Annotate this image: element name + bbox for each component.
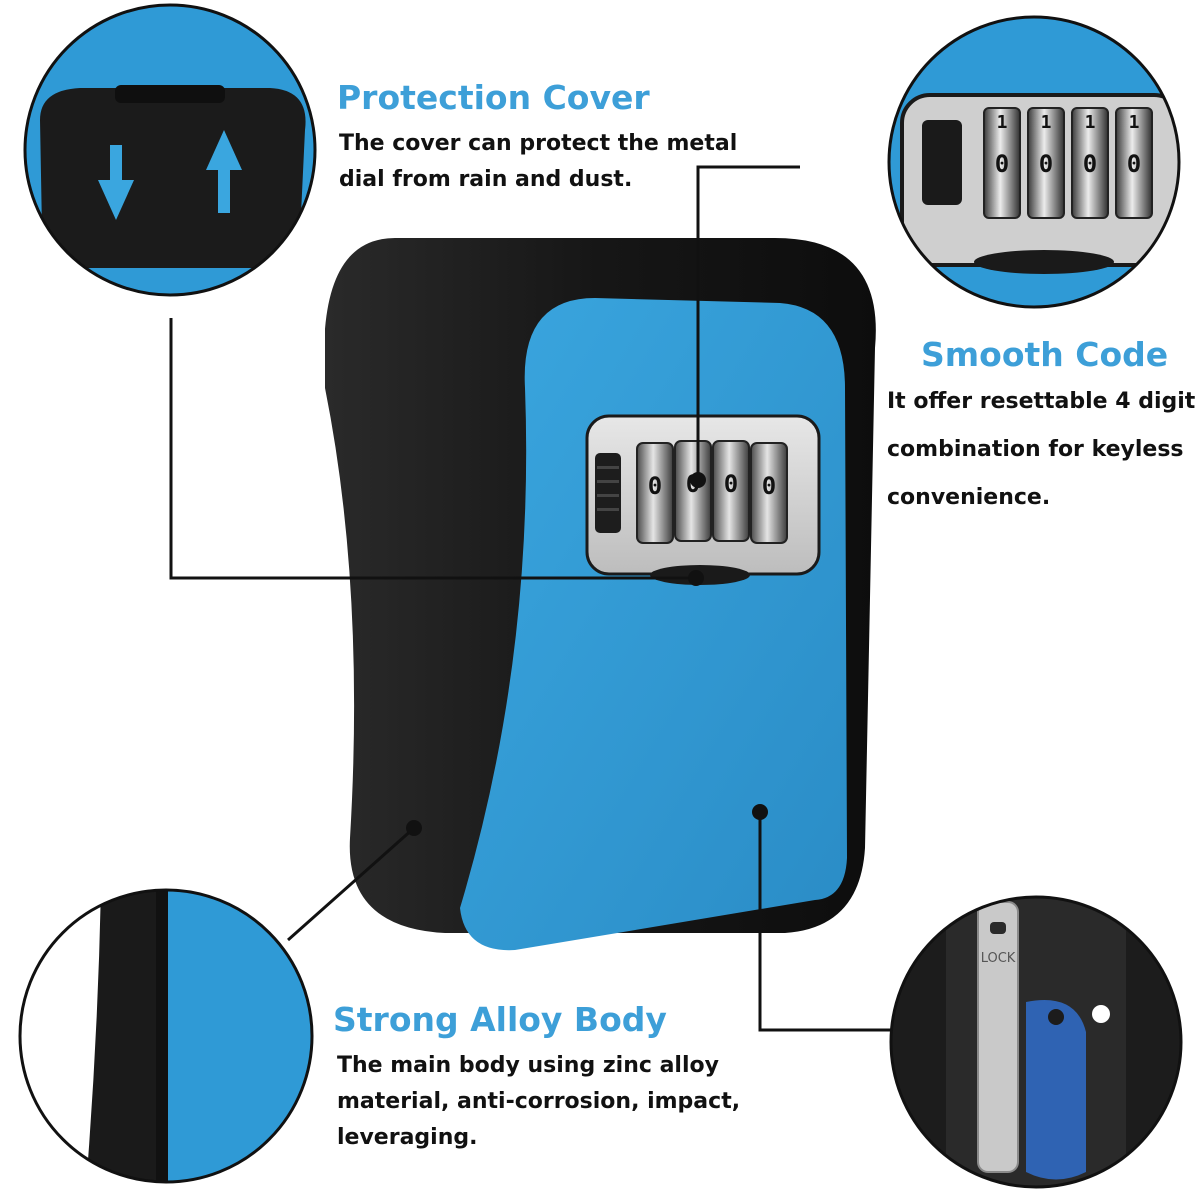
feature-desc-line: material, anti-corrosion, impact, [337,1089,741,1114]
feature-desc-protection-cover: The cover can protect the metal dial fro… [339,126,737,198]
dial-digit: 0 [686,470,700,498]
dial-digit: 0 [648,472,662,500]
feature-desc-strong-alloy-body: The main body using zinc alloy material,… [337,1048,740,1156]
key-fob-icon [1026,1000,1086,1180]
feature-desc-line: It offer resettable 4 digit [887,389,1196,414]
cover-detail-circle [23,3,317,297]
dial-top-digit: 1 [1129,112,1140,133]
dial-digit: 0 [1083,150,1097,178]
dial-digit: 0 [995,150,1009,178]
dial-digit: 0 [1039,150,1053,178]
feature-title-smooth-code: Smooth Code [921,335,1169,374]
feature-desc-line: The main body using zinc alloy [337,1053,719,1078]
feature-desc-line: combination for keyless [887,437,1184,462]
dial-detail-circle: 1 1 1 1 0 0 0 0 [887,15,1181,309]
body-detail-circle [18,888,314,1184]
feature-desc-smooth-code: It offer resettable 4 digit combination … [887,378,1195,522]
dial-knob [595,453,621,533]
cover-latch [650,565,750,585]
arrow-down-icon [98,145,134,220]
lock-box-product: 0 0 0 0 [325,238,876,951]
dial-digit: 0 [724,470,738,498]
feature-desc-line: dial from rain and dust. [339,167,633,192]
arrow-up-icon [206,130,242,213]
feature-title-protection-cover: Protection Cover [337,78,650,117]
dial-top-digit: 1 [1085,112,1096,133]
feature-desc-line: convenience. [887,485,1051,510]
dial-top-digit: 1 [997,112,1008,133]
key-tag-label: LOCK [981,951,1016,966]
dial-top-digit: 1 [1041,112,1052,133]
key-icon [977,901,1019,1173]
feature-desc-line: The cover can protect the metal [339,131,738,156]
dial-digit: 0 [762,472,776,500]
dial-digit: 0 [1127,150,1141,178]
feature-title-strong-alloy-body: Strong Alloy Body [333,1000,667,1039]
feature-desc-line: leveraging. [337,1125,478,1150]
keys-detail-circle: LOCK [889,895,1183,1189]
